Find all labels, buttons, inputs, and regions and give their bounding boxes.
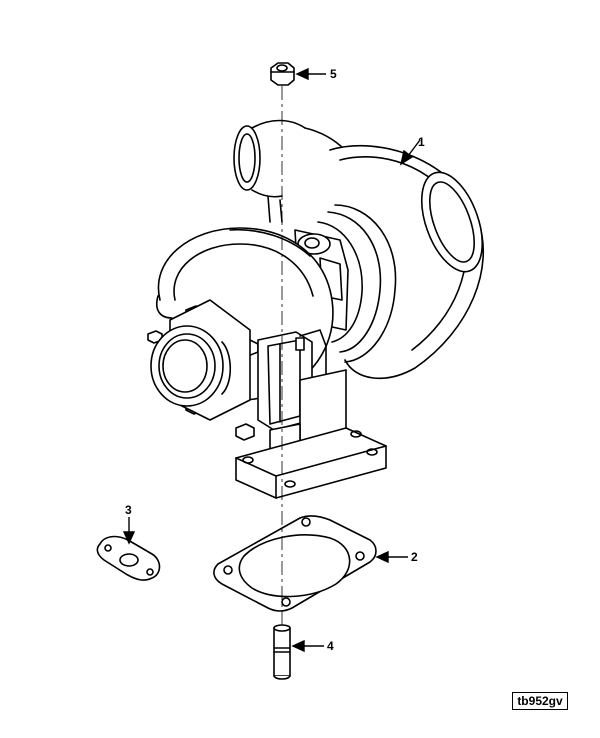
figure-reference-label: tb952gv [512,692,568,710]
stud-part [273,624,291,680]
callout-3-leader [122,517,136,545]
nut-part [270,62,295,86]
callout-4-leader [291,639,324,653]
callout-5-leader [295,67,326,81]
callout-2: 2 [411,550,418,564]
callout-1: 1 [418,135,425,149]
callout-2-leader [375,550,408,564]
callout-4: 4 [327,639,334,653]
callout-3: 3 [125,503,132,517]
drain-gasket-part [96,535,161,581]
mounting-gasket-part [213,515,377,612]
callout-1-leader [399,139,421,166]
turbocharger-part [147,119,485,499]
callout-5: 5 [330,67,337,81]
